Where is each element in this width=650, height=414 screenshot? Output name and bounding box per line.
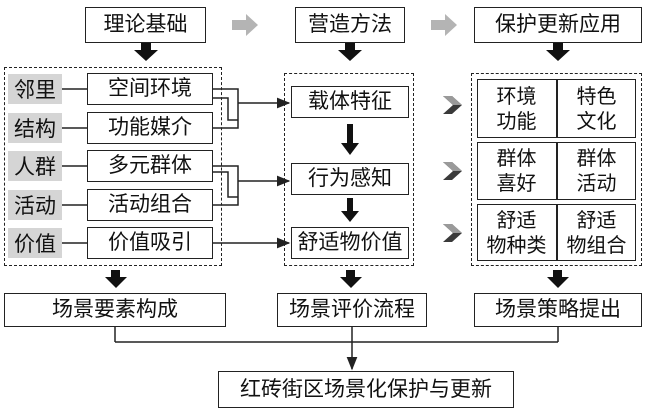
chevron-1-shade bbox=[443, 96, 462, 105]
label-value: 价值 bbox=[8, 228, 62, 258]
down-arrow-step-2 bbox=[341, 198, 359, 222]
pair-amenity-left: 舒适物种类 bbox=[486, 207, 547, 257]
gray-arrow-2 bbox=[431, 14, 457, 36]
pair-env-feature-right: 特色文化 bbox=[576, 83, 617, 133]
pair-amenity-divider bbox=[556, 204, 558, 261]
down-arrow-application bbox=[546, 43, 570, 61]
pair-group-left: 群体喜好 bbox=[496, 146, 537, 195]
header-application: 保护更新应用 bbox=[474, 7, 642, 43]
pair-group-divider bbox=[556, 142, 558, 200]
item-activity-combination: 活动组合 bbox=[87, 189, 213, 221]
down-arrow-step-1 bbox=[341, 124, 359, 155]
down-arrow-theory bbox=[134, 43, 158, 61]
chevron-3-shade bbox=[443, 224, 462, 233]
item-value-attraction: 价值吸引 bbox=[87, 227, 213, 259]
label-crowd: 人群 bbox=[8, 151, 62, 181]
pair-env-feature-divider bbox=[556, 79, 558, 138]
down-arrow-bottom-middle bbox=[340, 270, 362, 288]
chevrons bbox=[443, 96, 462, 242]
item-functional-medium: 功能媒介 bbox=[87, 112, 213, 144]
down-arrow-method bbox=[338, 43, 362, 61]
bracket-group-1-b bbox=[213, 97, 238, 121]
label-neighborhood: 邻里 bbox=[8, 74, 62, 104]
step-carrier-features: 载体特征 bbox=[291, 86, 409, 118]
application-dashed-group bbox=[471, 73, 642, 266]
method-dashed-group bbox=[284, 73, 414, 266]
bracket-group-2-b bbox=[213, 171, 238, 198]
bracket-group-1 bbox=[213, 88, 239, 129]
step-amenity-value: 舒适物价值 bbox=[291, 227, 409, 259]
bracket-group-2 bbox=[213, 165, 239, 206]
header-method: 营造方法 bbox=[295, 7, 405, 43]
bottom-scene-strategy: 场景策略提出 bbox=[474, 293, 642, 327]
label-structure: 结构 bbox=[8, 113, 62, 143]
pair-group-right: 群体活动 bbox=[576, 146, 617, 195]
bottom-scene-evaluation: 场景评价流程 bbox=[277, 293, 427, 327]
gray-arrow-1 bbox=[232, 14, 258, 36]
gray-arrows bbox=[232, 14, 457, 36]
pair-env-feature-left: 环境功能 bbox=[496, 83, 537, 133]
label-activity: 活动 bbox=[8, 190, 62, 220]
down-arrow-bottom-left bbox=[105, 270, 127, 288]
final-goal: 红砖街区场景化保护与更新 bbox=[218, 371, 514, 408]
pair-amenity-right: 舒适物组合 bbox=[566, 207, 627, 257]
down-arrow-bottom-right bbox=[547, 270, 569, 288]
step-behavior-perception: 行为感知 bbox=[291, 163, 409, 195]
chevron-2-shade bbox=[443, 162, 462, 171]
block-arrows bbox=[105, 43, 570, 288]
bottom-scene-elements: 场景要素构成 bbox=[4, 293, 226, 327]
header-theory: 理论基础 bbox=[85, 7, 206, 43]
item-spatial-environment: 空间环境 bbox=[87, 73, 213, 105]
item-diverse-groups: 多元群体 bbox=[87, 150, 213, 182]
